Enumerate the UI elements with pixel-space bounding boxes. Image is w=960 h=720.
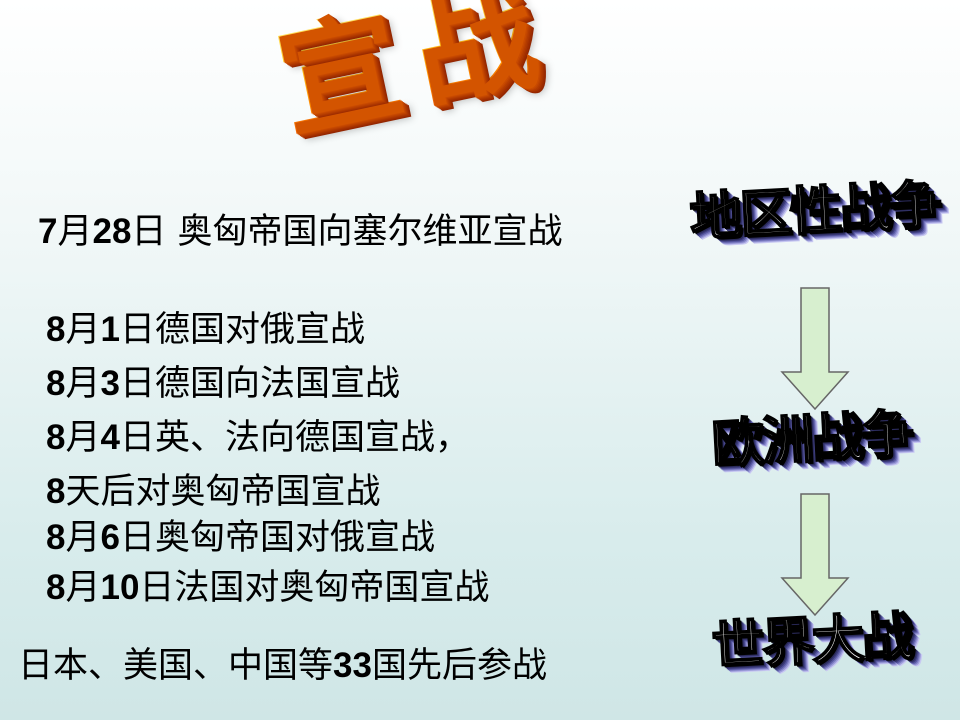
line-segment: 8 [46,568,66,607]
timeline-line-aug6: 8月6日奥匈帝国对俄宣战 [46,520,435,556]
line-segment: 8 [46,518,66,557]
timeline-line-jul28: 7月28日 奥匈帝国向塞尔维亚宣战 [38,214,563,250]
label-regional-war: 地区性战争 [688,174,943,249]
line-segment: 8 [46,418,66,457]
timeline-line-aug4: 8月4日英、法向德国宣战， [46,420,470,456]
line-segment: 日 奥匈帝国向塞尔维亚宣战 [131,212,563,252]
timeline-line-aug1: 8月1日德国对俄宣战 [46,312,365,348]
line-segment: 月 [65,310,101,350]
line-segment: 天后对奥匈帝国宣战 [65,472,381,512]
timeline-line-aug3: 8月3日德国向法国宣战 [46,366,400,402]
line-segment: 8 [46,472,66,511]
line-segment: 日本、美国、中国等 [18,646,334,686]
line-segment: 日法国对奥匈帝国宣战 [139,568,490,608]
line-segment: 日德国对俄宣战 [119,310,365,350]
slide-title-text: 宣战 [267,0,566,155]
timeline-line-aug10: 8月10日法国对奥匈帝国宣战 [46,570,489,606]
line-segment: 6 [100,518,120,557]
line-segment: 月 [65,568,101,608]
line-segment: 33 [333,646,372,685]
line-segment: 28 [92,212,132,251]
line-segment: 国先后参战 [371,646,547,686]
line-segment: 4 [100,418,120,457]
line-segment: 10 [100,568,140,607]
line-segment: 日英、法向德国宣战， [119,418,470,458]
line-segment: 8 [46,364,66,403]
line-segment: 月 [65,418,101,458]
arrow-down-icon [780,287,850,411]
line-segment: 7 [38,212,58,251]
arrow-down-icon [780,493,850,617]
slide-title: 宣战 [257,0,662,178]
line-segment: 8 [46,310,66,349]
label-european-war: 欧洲战争 [710,404,915,476]
line-segment: 月 [65,518,101,558]
label-world-war: 世界大战 [710,606,915,678]
timeline-line-others: 日本、美国、中国等33国先后参战 [18,648,547,684]
line-segment: 日奥匈帝国对俄宣战 [119,518,435,558]
line-segment: 日德国向法国宣战 [119,364,400,404]
timeline-line-8days: 8天后对奥匈帝国宣战 [46,474,380,510]
line-segment: 月 [57,212,93,252]
line-segment: 1 [100,310,120,349]
line-segment: 月 [65,364,101,404]
line-segment: 3 [100,364,120,403]
